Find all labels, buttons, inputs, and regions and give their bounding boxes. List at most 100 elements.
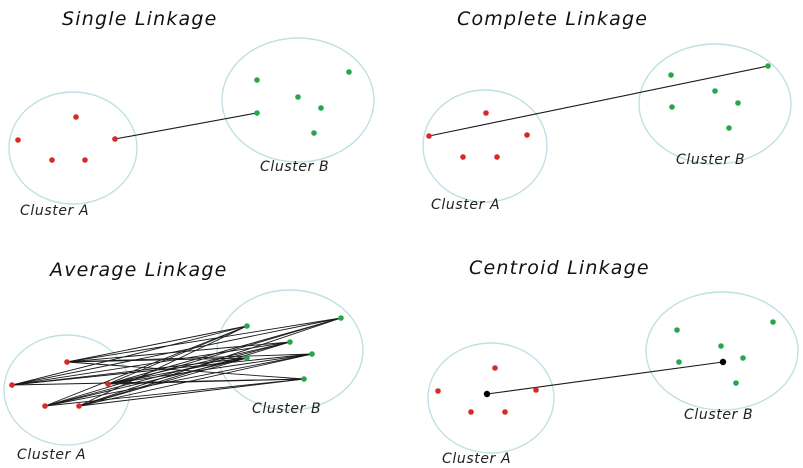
- average-link-line: [107, 317, 342, 385]
- point: [765, 63, 771, 69]
- point: [674, 327, 680, 333]
- average-link-lines: [11, 317, 342, 407]
- point: [254, 110, 260, 116]
- point: [468, 409, 474, 415]
- point: [494, 154, 500, 160]
- cluster-a-points: [435, 365, 539, 415]
- average-link-line: [44, 353, 313, 407]
- point: [502, 409, 508, 415]
- average-link-line: [66, 325, 248, 363]
- point: [735, 100, 741, 106]
- point: [318, 105, 324, 111]
- point: [524, 132, 530, 138]
- cluster-a-circle: [427, 342, 555, 454]
- panel-centroid-linkage: Centroid Linkage Cluster A Cluster B: [427, 257, 799, 467]
- point: [9, 382, 15, 388]
- cluster-b-circle: [221, 37, 375, 163]
- point: [718, 343, 724, 349]
- cluster-a-circle: [8, 91, 138, 205]
- average-link-line: [107, 325, 248, 385]
- cluster-b-points: [244, 315, 344, 382]
- cluster-b-centroid: [719, 358, 727, 366]
- average-link-line: [107, 341, 291, 385]
- cluster-a-centroid: [483, 390, 491, 398]
- point: [112, 136, 118, 142]
- point: [301, 376, 307, 382]
- point: [426, 133, 432, 139]
- cluster-b-label: Cluster B: [252, 401, 321, 417]
- average-link-line: [11, 317, 342, 386]
- point: [676, 359, 682, 365]
- cluster-a-circle: [3, 334, 131, 446]
- panel-title: Single Linkage: [62, 8, 218, 30]
- point: [460, 154, 466, 160]
- cluster-a-label: Cluster A: [442, 451, 511, 467]
- average-link-line: [44, 325, 248, 407]
- average-link-line: [11, 341, 291, 386]
- average-link-line: [78, 325, 248, 407]
- cluster-a-label: Cluster A: [20, 203, 89, 219]
- point: [64, 359, 70, 365]
- cluster-b-circle: [638, 43, 792, 165]
- point: [740, 355, 746, 361]
- cluster-b-points: [668, 63, 771, 131]
- complete-link-line: [428, 65, 769, 137]
- point: [42, 403, 48, 409]
- cluster-b-circle: [216, 289, 364, 411]
- cluster-b-points: [254, 69, 352, 136]
- point: [105, 381, 111, 387]
- point: [244, 355, 250, 361]
- point: [668, 72, 674, 78]
- cluster-b-label: Cluster B: [676, 152, 745, 168]
- average-link-line: [78, 378, 305, 407]
- point: [338, 315, 344, 321]
- average-link-line: [78, 317, 342, 407]
- cluster-a-points: [426, 110, 530, 160]
- panel-average-linkage: Average Linkage Cluster A Cluster B: [3, 259, 364, 463]
- cluster-b-label: Cluster B: [684, 407, 753, 423]
- point: [435, 388, 441, 394]
- point: [733, 380, 739, 386]
- average-link-line: [78, 357, 248, 407]
- cluster-a-circle: [422, 89, 548, 203]
- cluster-a-label: Cluster A: [431, 197, 500, 213]
- point: [295, 94, 301, 100]
- cluster-b-circle: [645, 291, 799, 411]
- cluster-a-points: [9, 359, 111, 409]
- average-link-line: [78, 341, 291, 407]
- average-link-line: [11, 325, 248, 386]
- cluster-a-label: Cluster A: [17, 447, 86, 463]
- point: [287, 339, 293, 345]
- point: [311, 130, 317, 136]
- point: [669, 104, 675, 110]
- average-link-line: [11, 353, 313, 386]
- point: [726, 125, 732, 131]
- average-link-line: [44, 357, 248, 407]
- point: [483, 110, 489, 116]
- point: [15, 137, 21, 143]
- panel-complete-linkage: Complete Linkage Cluster A Cluster B: [422, 8, 792, 213]
- cluster-a-points: [15, 114, 118, 163]
- point: [254, 77, 260, 83]
- average-link-line: [44, 317, 342, 407]
- average-link-line: [78, 353, 313, 407]
- centroid-link-line: [486, 361, 724, 395]
- panel-single-linkage: Single Linkage Cluster A Cluster B: [8, 8, 375, 219]
- point: [770, 319, 776, 325]
- cluster-b-points: [674, 319, 776, 386]
- point: [533, 387, 539, 393]
- point: [49, 157, 55, 163]
- panel-title: Average Linkage: [48, 259, 227, 281]
- point: [82, 157, 88, 163]
- point: [73, 114, 79, 120]
- point: [244, 323, 250, 329]
- single-link-line: [114, 112, 258, 140]
- point: [76, 403, 82, 409]
- point: [492, 365, 498, 371]
- average-link-line: [44, 341, 291, 407]
- panel-title: Centroid Linkage: [469, 257, 650, 279]
- average-link-line: [66, 341, 291, 363]
- point: [712, 88, 718, 94]
- panel-title: Complete Linkage: [457, 8, 648, 30]
